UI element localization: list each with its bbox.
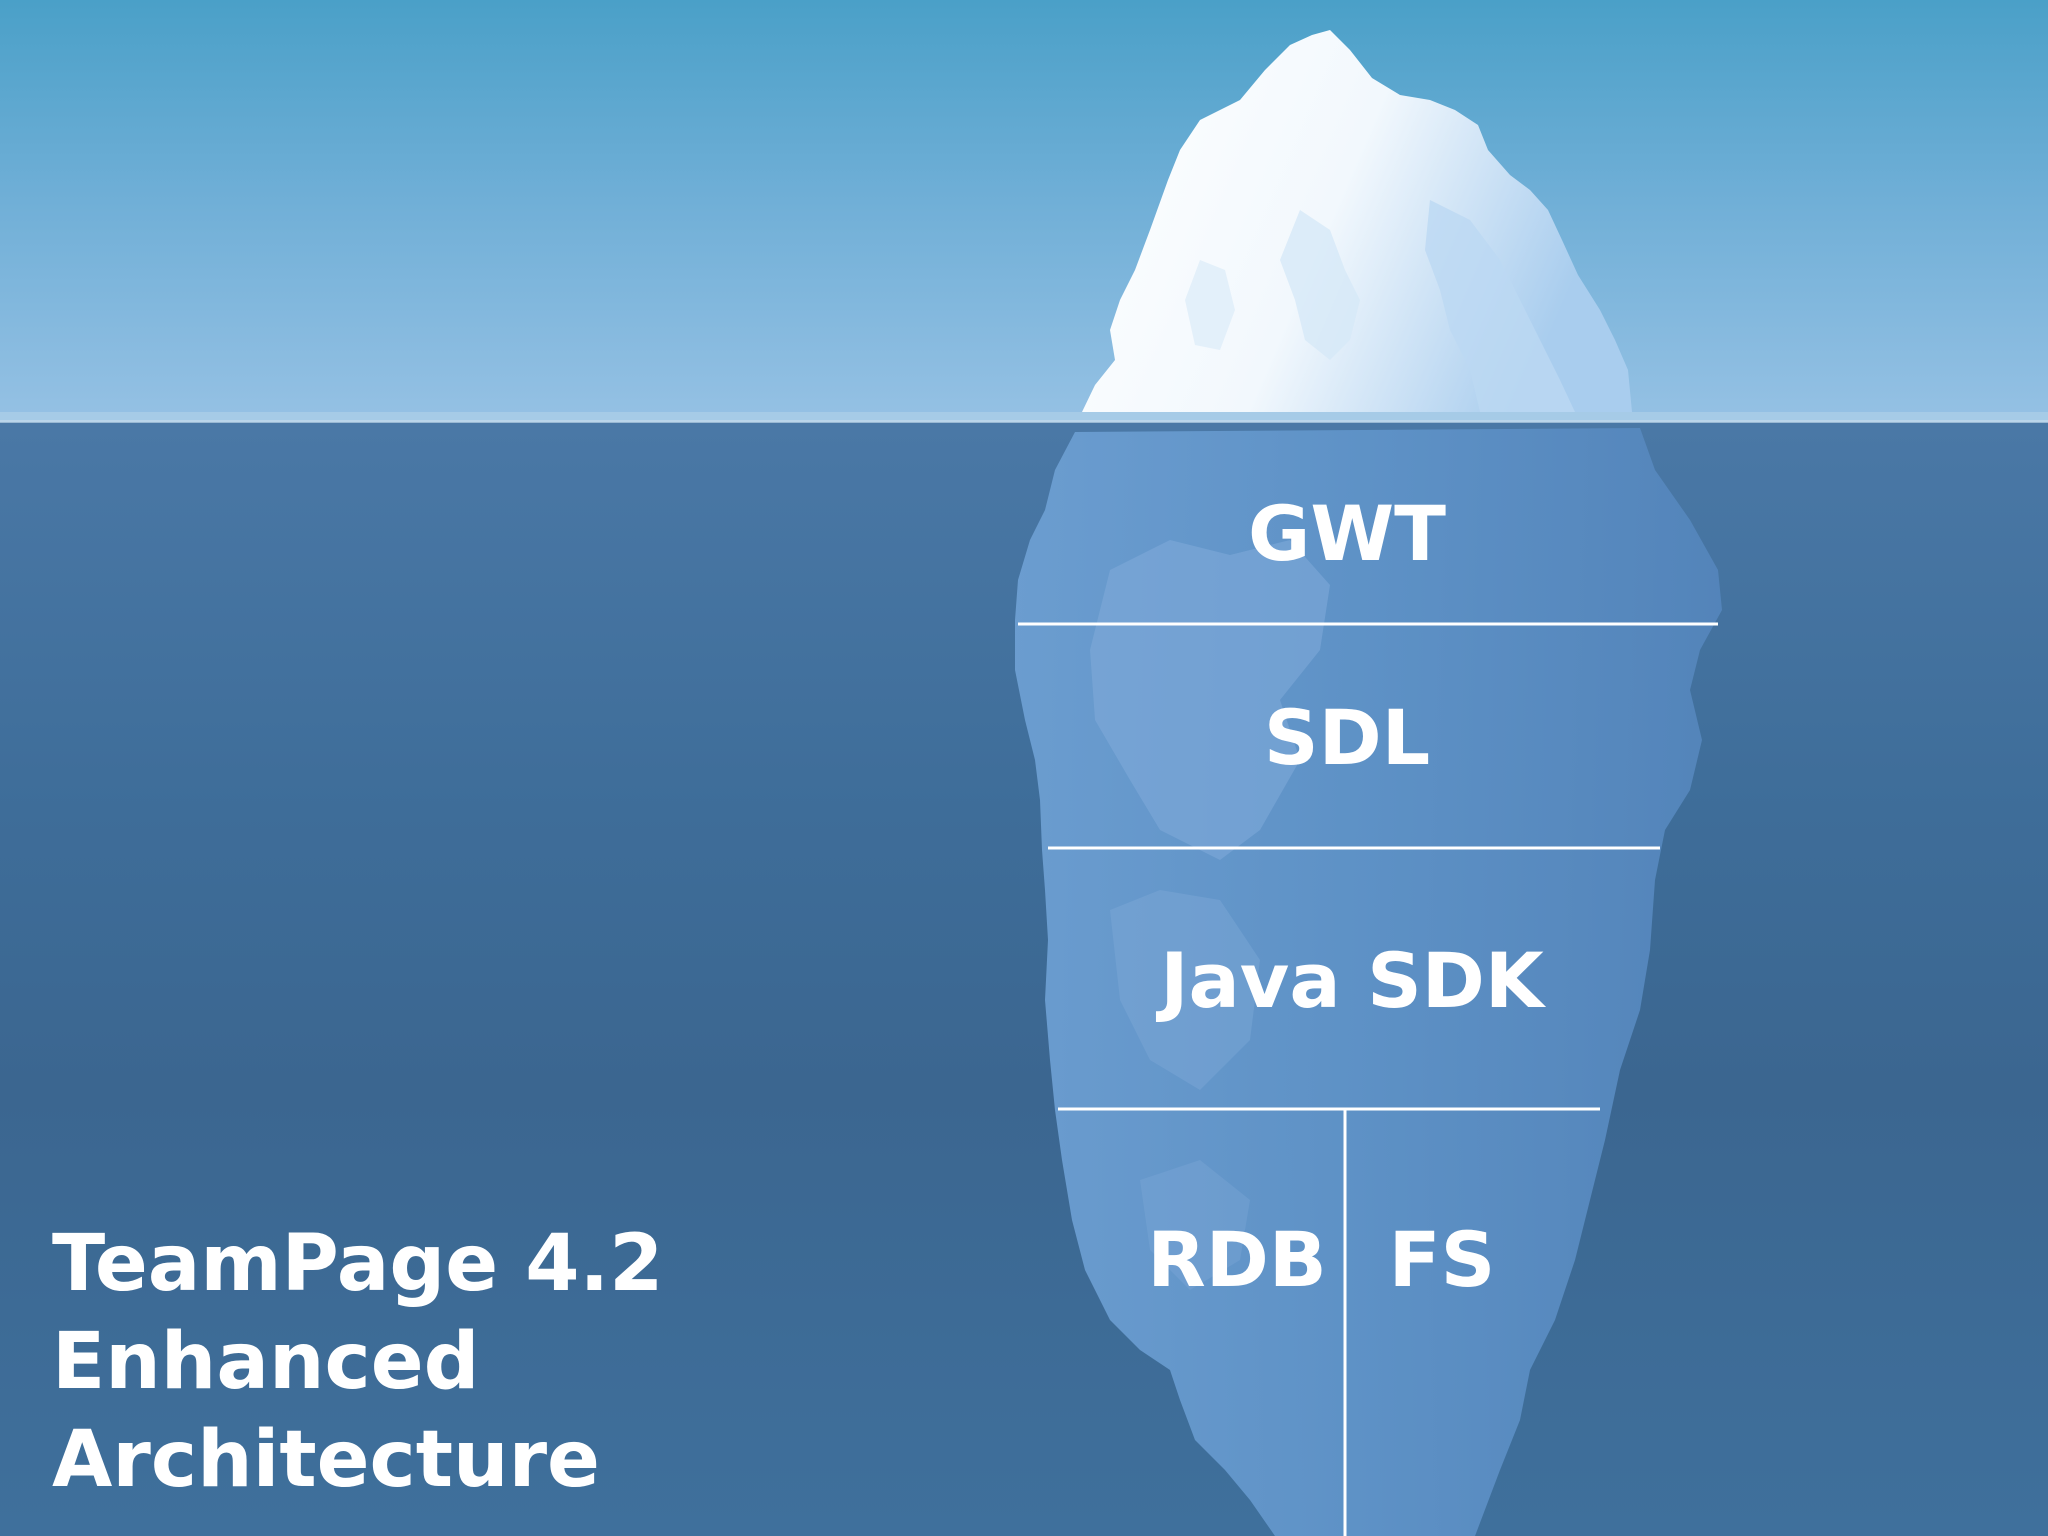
iceberg-underwater-highlight	[1090, 540, 1330, 860]
layer-label-sdl: SDL	[1263, 693, 1431, 782]
layer-label-fs: FS	[1388, 1215, 1496, 1304]
layer-label-gwt: GWT	[1247, 489, 1447, 578]
layer-label-java-sdk: Java SDK	[1160, 936, 1544, 1025]
title-line-3: Architecture	[52, 1415, 600, 1505]
sky-background	[0, 0, 2048, 420]
layer-label-rdb: RDB	[1147, 1215, 1327, 1304]
title-line-1: TeamPage 4.2	[52, 1219, 664, 1309]
slide-title: TeamPage 4.2 Enhanced Architecture	[52, 1215, 663, 1509]
iceberg-tip	[1082, 30, 1632, 412]
title-line-2: Enhanced	[52, 1317, 480, 1407]
waterline	[0, 412, 2048, 422]
